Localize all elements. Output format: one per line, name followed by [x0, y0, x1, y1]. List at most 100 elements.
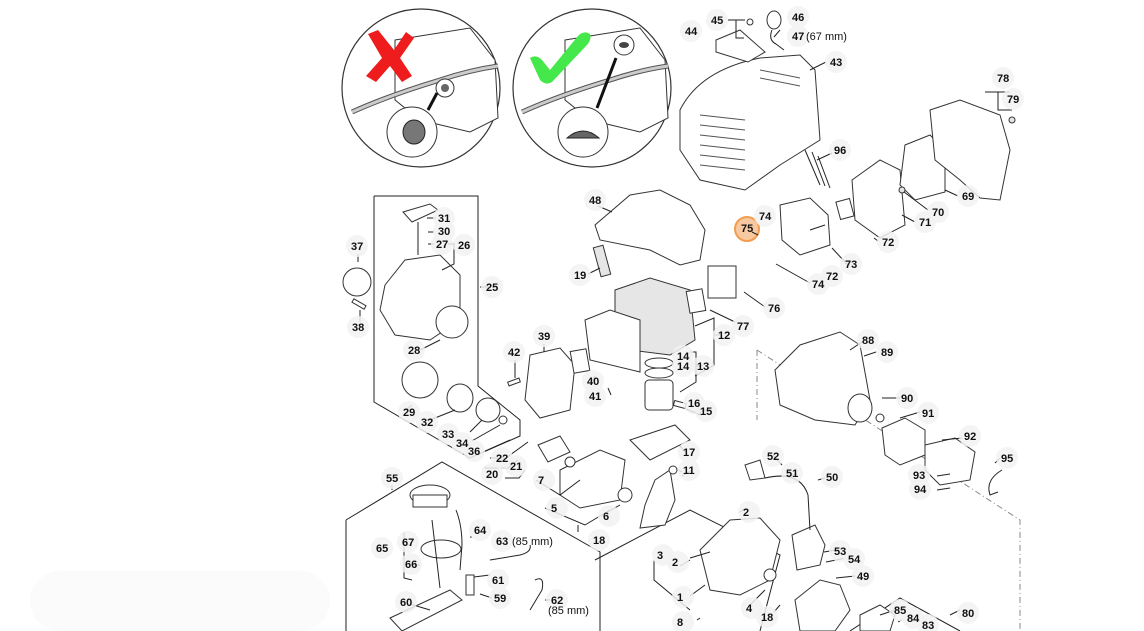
- callout-18[interactable]: 18: [593, 535, 605, 547]
- callout-80[interactable]: 80: [962, 608, 974, 620]
- callout-6[interactable]: 6: [603, 511, 609, 523]
- callout-32[interactable]: 32: [421, 417, 433, 429]
- part-20-pulse-valve: [537, 435, 571, 463]
- callout-5[interactable]: 5: [551, 503, 557, 515]
- callout-92[interactable]: 92: [964, 431, 976, 443]
- callout-43[interactable]: 43: [830, 57, 842, 69]
- callout-53[interactable]: 53: [834, 546, 846, 558]
- callout-74[interactable]: 74: [812, 279, 825, 291]
- callout-29[interactable]: 29: [403, 407, 415, 419]
- callout-41[interactable]: 41: [589, 391, 601, 403]
- callout-96[interactable]: 96: [834, 145, 846, 157]
- callout-85[interactable]: 85: [894, 605, 906, 617]
- callout-83[interactable]: 83: [922, 620, 934, 631]
- callout-22[interactable]: 22: [496, 453, 508, 465]
- label-halo: [877, 231, 899, 253]
- callout-72[interactable]: 72: [826, 271, 838, 283]
- highlight-part-75[interactable]: [734, 216, 760, 242]
- callout-14[interactable]: 14: [677, 361, 690, 373]
- callout-64[interactable]: 64: [474, 525, 487, 537]
- callout-31[interactable]: 31: [438, 213, 450, 225]
- callout-21[interactable]: 21: [510, 461, 522, 473]
- label-halo: [491, 530, 513, 552]
- callout-2[interactable]: 2: [672, 557, 678, 569]
- callout-47[interactable]: 47: [792, 31, 804, 43]
- part-43-engine-shroud: [679, 54, 821, 191]
- callout-17[interactable]: 17: [683, 447, 695, 459]
- callout-95[interactable]: 95: [1001, 453, 1013, 465]
- callout-34[interactable]: 34: [456, 438, 469, 450]
- callout-20[interactable]: 20: [486, 469, 498, 481]
- callout-59[interactable]: 59: [494, 593, 506, 605]
- label-halo: [959, 425, 981, 447]
- callout-90[interactable]: 90: [901, 393, 913, 405]
- callout-77[interactable]: 77: [737, 321, 749, 333]
- callout-67[interactable]: 67: [402, 537, 414, 549]
- callout-49[interactable]: 49: [857, 571, 869, 583]
- callout-65[interactable]: 65: [376, 543, 388, 555]
- callout-55[interactable]: 55: [386, 473, 398, 485]
- callout-18[interactable]: 18: [761, 612, 773, 624]
- callout-39[interactable]: 39: [538, 331, 550, 343]
- callout-73[interactable]: 73: [845, 259, 857, 271]
- callout-30[interactable]: 30: [438, 226, 450, 238]
- callout-79[interactable]: 79: [1007, 94, 1019, 106]
- label-halo: [732, 315, 754, 337]
- label-halo: [347, 316, 369, 338]
- callout-51[interactable]: 51: [786, 468, 798, 480]
- callout-37[interactable]: 37: [351, 241, 363, 253]
- callout-72[interactable]: 72: [882, 237, 894, 249]
- label-halo: [400, 553, 422, 575]
- callout-36[interactable]: 36: [468, 446, 480, 458]
- callout-78[interactable]: 78: [997, 73, 1009, 85]
- callout-42[interactable]: 42: [508, 347, 520, 359]
- callout-91[interactable]: 91: [922, 408, 934, 420]
- callout-3[interactable]: 3: [657, 550, 663, 562]
- callout-52[interactable]: 52: [767, 451, 779, 463]
- callout-76[interactable]: 76: [768, 303, 780, 315]
- callout-4[interactable]: 4: [746, 603, 753, 615]
- callout-66[interactable]: 66: [405, 559, 417, 571]
- callout-16[interactable]: 16: [688, 398, 700, 410]
- callout-93[interactable]: 93: [913, 470, 925, 482]
- callout-89[interactable]: 89: [881, 347, 893, 359]
- callout-27[interactable]: 27: [436, 239, 448, 251]
- callout-38[interactable]: 38: [352, 322, 364, 334]
- callout-26[interactable]: 26: [458, 240, 470, 252]
- callout-60[interactable]: 60: [400, 597, 412, 609]
- callout-61[interactable]: 61: [492, 575, 504, 587]
- callout-70[interactable]: 70: [932, 207, 944, 219]
- label-halo: [584, 189, 606, 211]
- callout-63[interactable]: 63: [496, 536, 508, 548]
- callout-62[interactable]: 62: [551, 595, 563, 607]
- callout-11[interactable]: 11: [683, 465, 695, 477]
- callout-1[interactable]: 1: [677, 592, 683, 604]
- callout-71[interactable]: 71: [919, 217, 931, 229]
- callout-46[interactable]: 46: [792, 12, 804, 24]
- callout-19[interactable]: 19: [574, 270, 586, 282]
- label-halo: [584, 385, 606, 407]
- callout-25[interactable]: 25: [486, 282, 498, 294]
- callout-74[interactable]: 74: [759, 211, 772, 223]
- callout-13[interactable]: 13: [697, 361, 709, 373]
- callout-88[interactable]: 88: [862, 335, 874, 347]
- callout-2[interactable]: 2: [743, 507, 749, 519]
- callout-44[interactable]: 44: [685, 26, 698, 38]
- callout-15[interactable]: 15: [700, 406, 712, 418]
- callout-54[interactable]: 54: [848, 554, 861, 566]
- callout-8[interactable]: 8: [677, 617, 683, 629]
- callout-45[interactable]: 45: [711, 15, 723, 27]
- callout-7[interactable]: 7: [538, 475, 544, 487]
- callout-69[interactable]: 69: [962, 191, 974, 203]
- callout-48[interactable]: 48: [589, 195, 601, 207]
- callout-94[interactable]: 94: [914, 484, 927, 496]
- callout-40[interactable]: 40: [587, 376, 599, 388]
- label-halo: [678, 441, 700, 463]
- callout-12[interactable]: 12: [718, 330, 730, 342]
- callout-14[interactable]: 14: [677, 351, 690, 363]
- callout-75[interactable]: 75: [741, 223, 753, 235]
- callout-33[interactable]: 33: [442, 429, 454, 441]
- callout-84[interactable]: 84: [907, 613, 920, 625]
- callout-50[interactable]: 50: [826, 472, 838, 484]
- callout-28[interactable]: 28: [408, 345, 420, 357]
